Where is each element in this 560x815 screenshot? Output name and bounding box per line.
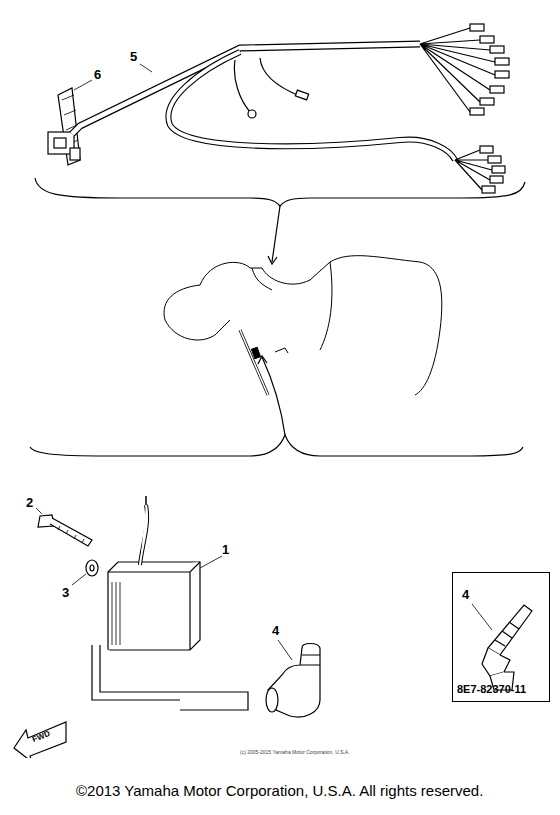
leader-line bbox=[74, 80, 92, 90]
bolt bbox=[38, 515, 92, 546]
watermark: (c) 2005-2015 Yamaha Motor Corporation, … bbox=[240, 750, 350, 755]
leader-line bbox=[140, 64, 152, 72]
callout-number: 4 bbox=[462, 588, 469, 601]
wire-harness bbox=[48, 28, 495, 190]
callout-number: 6 bbox=[94, 68, 101, 81]
spark-plug-cap bbox=[482, 605, 532, 690]
pointer-line bbox=[272, 206, 280, 262]
group-bracket bbox=[35, 178, 525, 206]
wire-terminal bbox=[470, 24, 509, 193]
callout-number: 3 bbox=[62, 586, 69, 599]
group-bracket bbox=[30, 435, 523, 456]
pointer-line bbox=[262, 357, 285, 435]
direction-arrow: FWD bbox=[12, 718, 68, 758]
part-number: 8E7-82370-11 bbox=[457, 683, 526, 695]
copyright-caption: ©2013 Yamaha Motor Corporation, U.S.A. A… bbox=[76, 783, 483, 798]
washer bbox=[86, 560, 98, 576]
callout-number: 4 bbox=[272, 624, 279, 637]
callout-number: 2 bbox=[26, 496, 33, 509]
callout-number: 1 bbox=[222, 543, 229, 556]
motorcycle-outline bbox=[164, 256, 442, 395]
callout-number: 5 bbox=[130, 50, 137, 63]
spark-plug-cap bbox=[266, 644, 320, 718]
cdi-unit bbox=[92, 496, 248, 710]
